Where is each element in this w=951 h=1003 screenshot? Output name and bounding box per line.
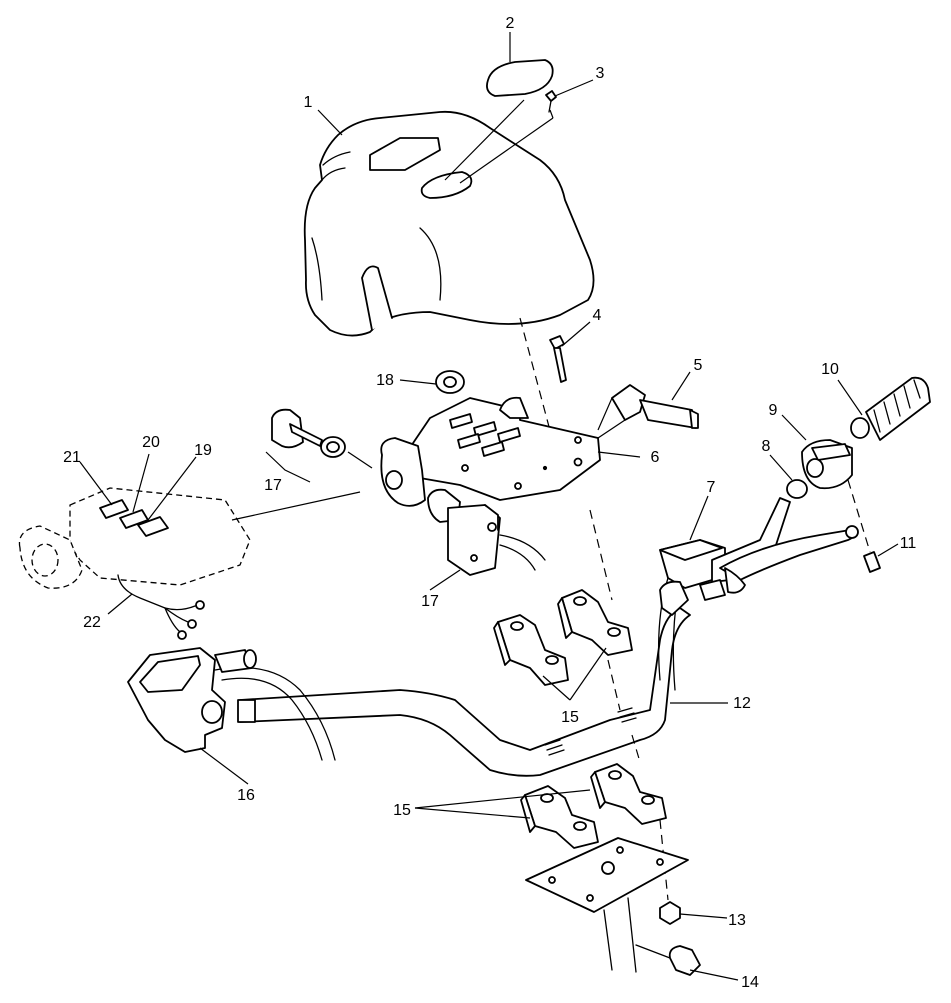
part-12-handlebar bbox=[239, 607, 691, 777]
part-15-upper-clamps bbox=[493, 589, 633, 686]
callout-labels: 1 2 3 4 5 6 7 8 9 10 11 12 13 14 15 15 1… bbox=[63, 15, 916, 991]
callout-16: 16 bbox=[237, 787, 255, 804]
callout-22: 22 bbox=[83, 614, 101, 631]
callout-21: 21 bbox=[63, 449, 81, 466]
part-10-grip bbox=[850, 376, 931, 441]
callout-9: 9 bbox=[769, 402, 778, 419]
part-15-lower-clamps bbox=[520, 763, 667, 849]
part-1-cover bbox=[303, 110, 595, 337]
callout-18: 18 bbox=[376, 372, 394, 389]
callout-7: 7 bbox=[707, 479, 716, 496]
steering-post-plate bbox=[525, 837, 689, 973]
part-7-brake-master-cylinder bbox=[657, 497, 859, 691]
callout-20: 20 bbox=[142, 434, 160, 451]
part-16-left-control bbox=[127, 647, 336, 761]
callout-11: 11 bbox=[900, 535, 917, 552]
callout-1: 1 bbox=[304, 94, 313, 111]
switch-plate-assembly bbox=[18, 487, 361, 589]
callout-8: 8 bbox=[762, 438, 771, 455]
callout-15-lower: 15 bbox=[393, 802, 411, 819]
part-18-nut bbox=[435, 370, 465, 394]
part-11-screw bbox=[847, 479, 881, 573]
part-9-throttle-housing bbox=[801, 439, 853, 490]
part-6-mounting-plate bbox=[380, 396, 601, 507]
part-4-bolt bbox=[549, 335, 567, 383]
callout-3: 3 bbox=[596, 65, 605, 82]
part-14-clamp bbox=[635, 944, 701, 976]
part-3-screw bbox=[545, 90, 557, 113]
callout-13: 13 bbox=[728, 912, 746, 929]
callout-17-lower: 17 bbox=[421, 593, 439, 610]
part-13-nut bbox=[659, 901, 681, 925]
callout-5: 5 bbox=[694, 357, 703, 374]
callout-6: 6 bbox=[651, 449, 660, 466]
callout-10: 10 bbox=[821, 361, 839, 378]
part-5-switch bbox=[597, 384, 699, 439]
part-2-lens bbox=[486, 59, 554, 97]
part-8-spacer bbox=[786, 479, 808, 499]
callout-2: 2 bbox=[506, 15, 515, 32]
callout-19: 19 bbox=[194, 442, 212, 459]
part-22-wire-harness bbox=[117, 574, 205, 640]
callout-4: 4 bbox=[593, 307, 602, 324]
callout-leaders bbox=[79, 32, 899, 981]
part-17-ignition-switch bbox=[427, 488, 546, 576]
callout-14: 14 bbox=[741, 974, 759, 991]
callout-12: 12 bbox=[733, 695, 751, 712]
callout-15-upper: 15 bbox=[561, 709, 579, 726]
callout-17-upper: 17 bbox=[264, 477, 282, 494]
part-17-key-switch bbox=[265, 408, 373, 483]
